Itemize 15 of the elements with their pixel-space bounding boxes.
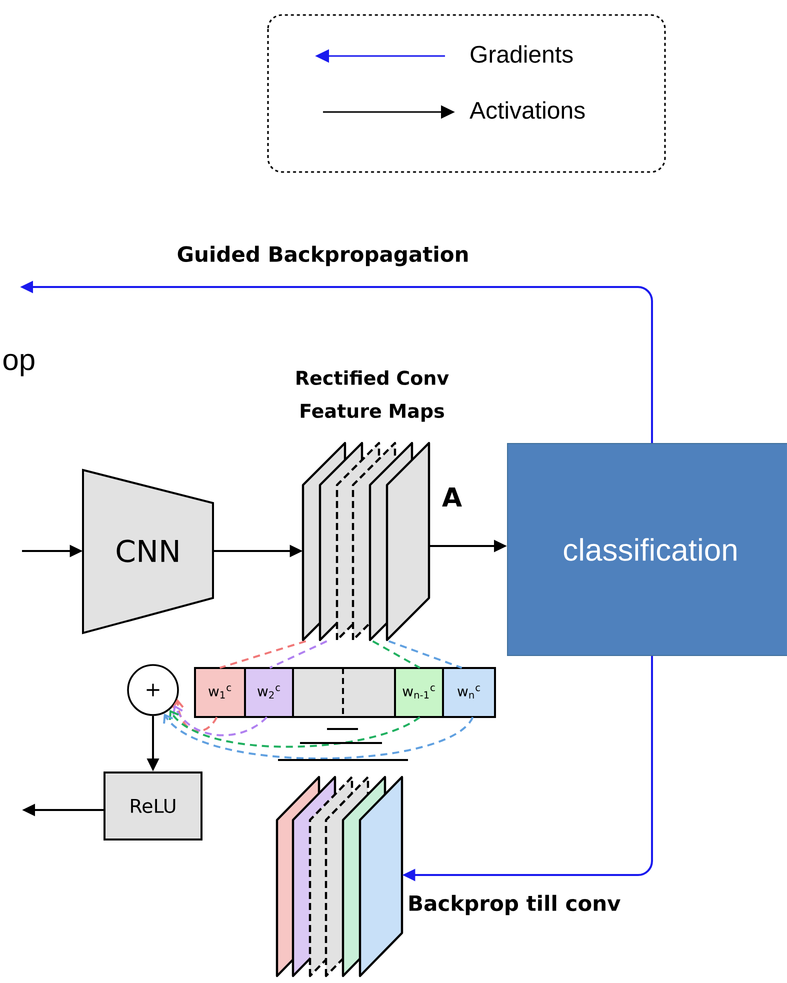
arrow (172, 704, 268, 736)
feature-map-symbol: A (442, 488, 462, 506)
edge-label: Guided Backpropagation (178, 246, 468, 266)
legend-label: Activations (470, 101, 585, 119)
weight-vector-bar: w$_{1}$c w$_{2}$c w$_{n-1}$c w$_{n}$c (194, 667, 496, 718)
arrow (163, 713, 474, 760)
relu-box: ReLU (104, 772, 202, 840)
stack-heading: Rectified Conv Feature Maps (296, 370, 449, 422)
cut-text: op (3, 354, 34, 376)
gradient-map-stack (276, 776, 404, 978)
arrow (172, 698, 218, 732)
legend-label: Gradients (470, 45, 573, 63)
classification-box: classification (507, 443, 787, 656)
arrow (168, 710, 420, 748)
edge-label: Backprop till conv (409, 894, 620, 916)
